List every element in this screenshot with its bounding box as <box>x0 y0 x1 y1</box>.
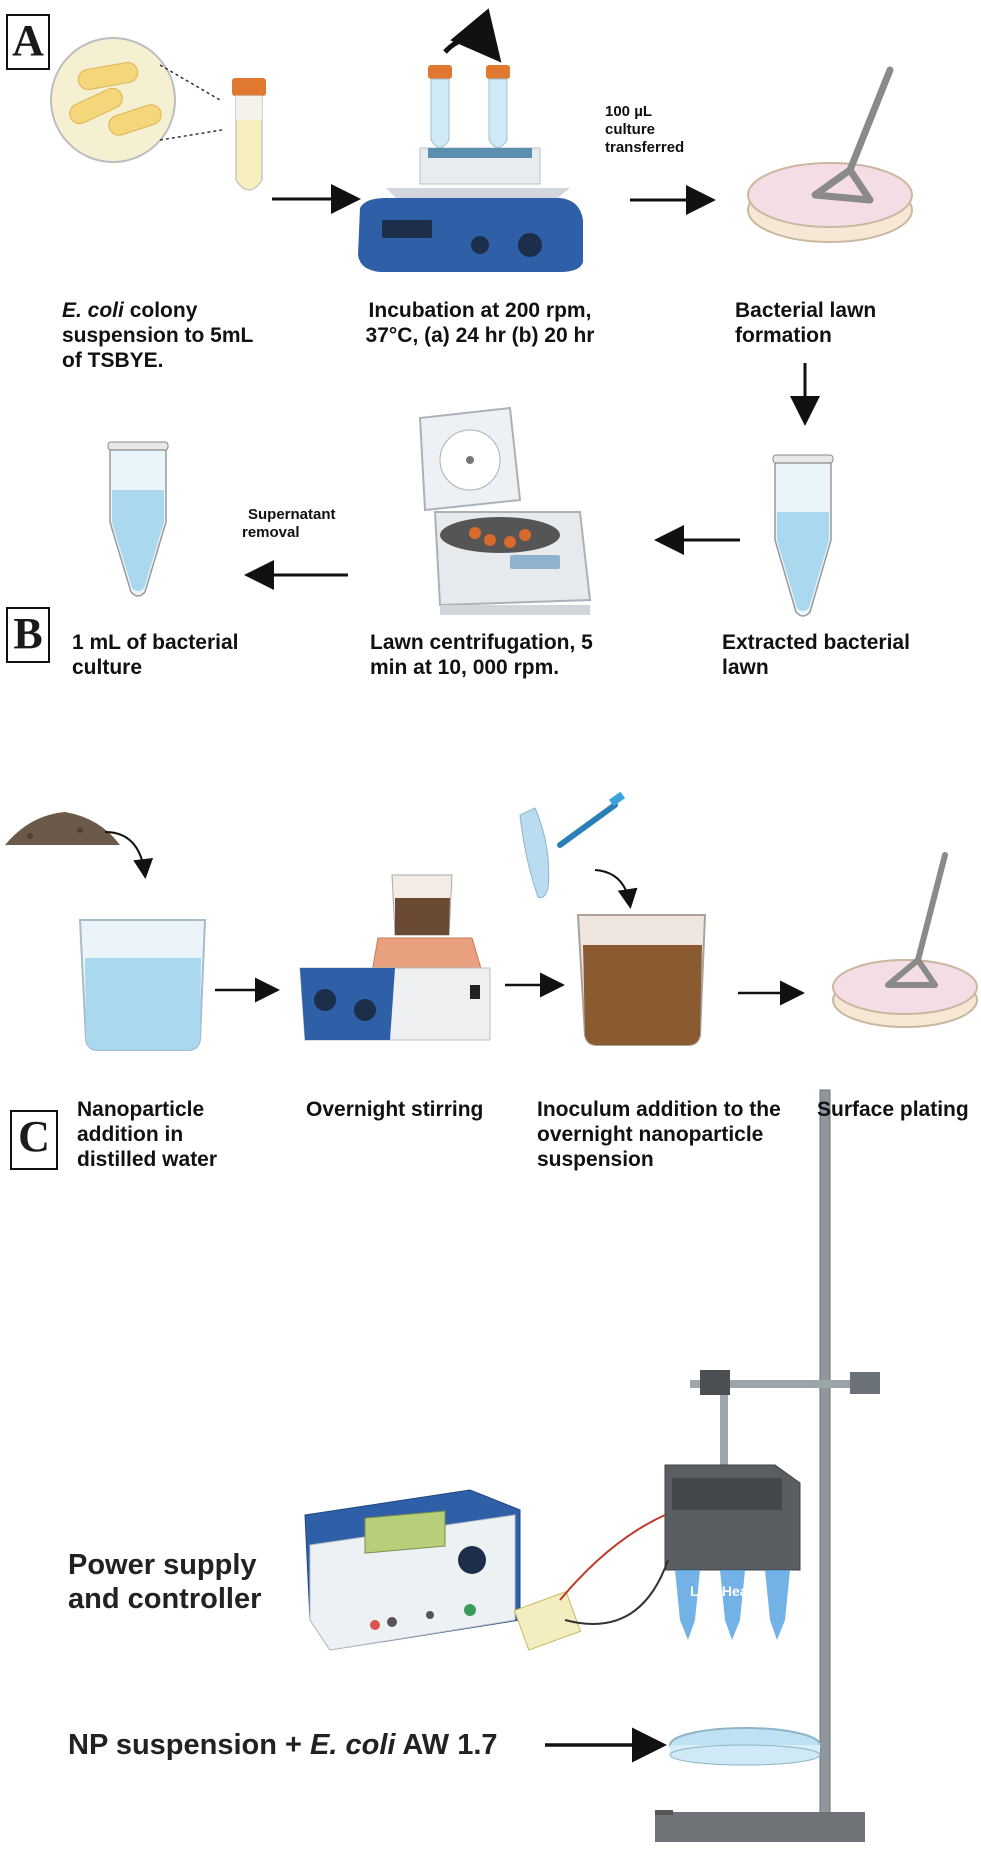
transfer-line3: transferred <box>605 139 685 156</box>
panel-label-b: B <box>6 607 50 663</box>
eppendorf-tube-icon-2 <box>107 441 169 597</box>
np-suffix: AW 1.7 <box>395 1729 498 1761</box>
step-a2-line1: Incubation at 200 rpm, <box>368 299 592 322</box>
step-a5-label: Lawn centrifugation, 5 min at 10, 000 rp… <box>370 630 640 680</box>
petri-dish-spreader-icon <box>747 66 913 243</box>
transfer-line1: 100 µL <box>605 103 652 120</box>
step-a6-line2: culture <box>72 656 143 679</box>
step-b3-line3: suspension <box>537 1148 654 1171</box>
step-b3-line1: Inoculum addition to the <box>537 1098 781 1121</box>
step-a4-line2: lawn <box>722 656 769 679</box>
step-b1-label: Nanoparticle addition in distilled water <box>77 1097 277 1172</box>
step-a5-line2: min at 10, 000 rpm. <box>370 656 560 679</box>
panel-label-c: C <box>10 1110 58 1170</box>
step-a1-line2: suspension to 5mL <box>62 324 254 347</box>
step-a4-label: Extracted bacterial lawn <box>722 630 952 680</box>
cable-connector-icon <box>513 1514 669 1651</box>
np-italic: E. coli <box>310 1729 396 1761</box>
np-suspension-label: NP suspension + E. coli AW 1.7 <box>68 1728 548 1762</box>
power-supply-label: Power supply and controller <box>68 1548 328 1616</box>
power-supply-icon <box>304 1489 521 1651</box>
power-line1: Power supply <box>68 1549 257 1581</box>
step-a3-label: Bacterial lawn formation <box>735 298 935 348</box>
step-a2-label: Incubation at 200 rpm, 37°C, (a) 24 hr (… <box>340 298 620 348</box>
transfer-label: 100 µL culture transferred <box>605 103 715 157</box>
led-light-beams <box>675 1570 790 1640</box>
step-b2-label: Overnight stirring <box>306 1098 484 1121</box>
sample-dish-icon <box>669 1727 821 1766</box>
supernatant-line2: removal <box>242 524 300 541</box>
ecoli-colony-icon <box>50 37 176 163</box>
step-a3-line1: Bacterial lawn <box>735 299 877 322</box>
centrifuge-icon <box>418 406 592 615</box>
falcon-tube-icon <box>232 78 266 191</box>
pipette-tube-icon <box>519 791 626 899</box>
step-a6-line1: 1 mL of bacterial <box>72 631 239 654</box>
step-a1-line3: of TSBYE. <box>62 349 164 372</box>
panel-label-a: A <box>6 14 50 70</box>
step-b1-line1: Nanoparticle <box>77 1098 205 1121</box>
beaker-water-icon <box>78 919 207 1051</box>
step-a3-line2: formation <box>735 324 832 347</box>
curved-arrow-b2 <box>594 869 638 909</box>
np-prefix: NP suspension + <box>68 1729 311 1761</box>
power-line2: and controller <box>68 1583 262 1615</box>
supernatant-label: Supernatant removal <box>242 506 372 542</box>
step-b3-line2: overnight nanoparticle <box>537 1123 764 1146</box>
step-a1-italic: E. coli <box>62 299 124 322</box>
eppendorf-tube-icon <box>772 454 834 617</box>
step-b4-label: Surface plating <box>817 1098 969 1121</box>
led-head-label: LED Head <box>690 1583 757 1599</box>
stirring-plate-icon <box>299 874 491 1041</box>
led-head-icon <box>664 1464 801 1640</box>
beaker-suspension-icon <box>576 914 707 1046</box>
transfer-line2: culture <box>605 121 656 138</box>
step-a6-label: 1 mL of bacterial culture <box>72 630 292 680</box>
step-a5-line1: Lawn centrifugation, 5 <box>370 631 593 654</box>
step-a2-line2: 37°C, (a) 24 hr (b) 20 hr <box>365 324 595 347</box>
shaker-incubator-icon <box>358 8 583 272</box>
powder-pile-icon <box>5 812 120 845</box>
step-b3-label: Inoculum addition to the overnight nanop… <box>537 1097 817 1172</box>
step-b1-line2: addition in <box>77 1123 184 1146</box>
supernatant-line1: Supernatant <box>248 506 336 523</box>
step-a1-rest: colony <box>123 299 198 322</box>
curved-arrow-b1 <box>104 831 154 879</box>
step-a4-line1: Extracted bacterial <box>722 631 910 654</box>
ring-stand-icon <box>655 1089 880 1842</box>
step-a1-label: E. coli colony suspension to 5mL of TSBY… <box>62 298 292 373</box>
petri-dish-plating-icon <box>832 852 978 1028</box>
step-b1-line3: distilled water <box>77 1148 218 1171</box>
